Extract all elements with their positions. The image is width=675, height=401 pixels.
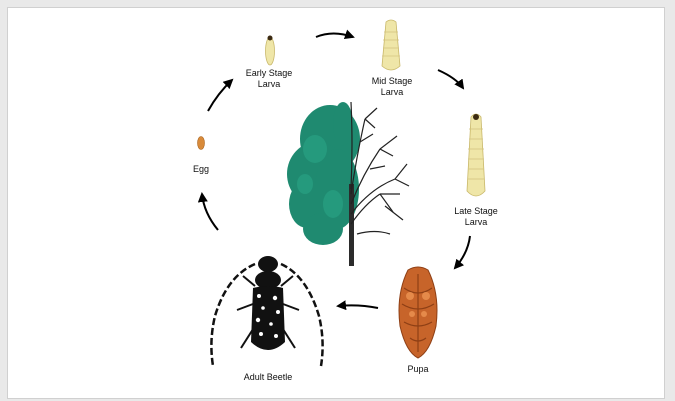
late-stage-label-line2: Larva xyxy=(454,217,498,228)
mid-stage-label-line2: Larva xyxy=(372,87,413,98)
arrow-mid-to-late-icon xyxy=(438,70,463,88)
arrow-pupa-to-adult-icon xyxy=(338,305,378,308)
arrow-egg-to-early-icon xyxy=(208,80,232,111)
mid-stage-larva-label: Mid Stage Larva xyxy=(372,76,413,98)
early-stage-label-line1: Early Stage xyxy=(246,68,293,79)
late-larva-icon xyxy=(463,111,489,201)
life-cycle-diagram: Early Stage Larva Mid Stage Larva Late S… xyxy=(7,7,665,399)
mid-larva-icon xyxy=(378,18,404,74)
arrow-adult-to-egg-icon xyxy=(202,194,218,230)
early-stage-larva-label: Early Stage Larva xyxy=(246,68,293,90)
tree-icon xyxy=(285,94,413,266)
late-stage-larva-label: Late Stage Larva xyxy=(454,206,498,228)
egg-icon xyxy=(196,135,206,151)
beetle-icon xyxy=(203,246,333,386)
arrow-early-to-mid-icon xyxy=(316,34,353,38)
pupa-icon xyxy=(392,264,444,360)
mid-stage-label-line1: Mid Stage xyxy=(372,76,413,87)
pupa-label: Pupa xyxy=(407,364,428,375)
adult-beetle-label: Adult Beetle xyxy=(244,372,293,383)
early-larva-icon xyxy=(263,34,277,66)
egg-label: Egg xyxy=(193,164,209,175)
late-stage-label-line1: Late Stage xyxy=(454,206,498,217)
arrow-late-to-pupa-icon xyxy=(455,236,470,268)
early-stage-label-line2: Larva xyxy=(246,79,293,90)
